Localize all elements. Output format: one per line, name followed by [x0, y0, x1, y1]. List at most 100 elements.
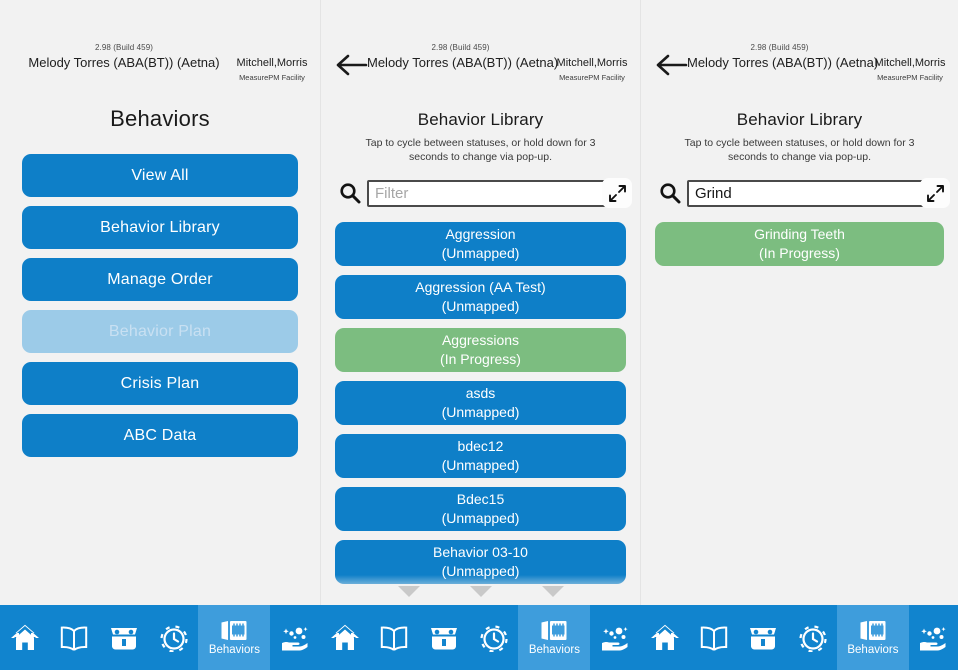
menu-item-abc-data[interactable]: ABC Data — [22, 414, 298, 457]
nav-alarm-clock[interactable] — [468, 605, 519, 670]
nav-behaviors[interactable]: Behaviors — [198, 605, 271, 670]
nav-treasure-chest[interactable] — [99, 605, 149, 670]
app-build-version: 2.98 (Build 459) — [94, 43, 154, 52]
facility-name: MeasurePM Facility — [877, 73, 943, 82]
nav-alarm-clock[interactable] — [148, 605, 199, 670]
instruction-text: Tap to cycle between statuses, or hold d… — [365, 137, 596, 163]
list-item[interactable]: Grinding Teeth (In Progress) — [655, 222, 944, 266]
back-arrow-icon[interactable] — [655, 52, 689, 78]
user-name: Mitchell,Morris — [874, 57, 946, 69]
expand-diagonal-icon[interactable] — [920, 178, 950, 208]
list-item[interactable]: bdec12 (Unmapped) — [335, 434, 626, 478]
nav-home[interactable] — [0, 605, 50, 670]
menu-item-view-all[interactable]: View All — [22, 154, 298, 197]
hand-sparkle-icon — [279, 624, 311, 652]
nav-book[interactable] — [689, 605, 739, 670]
nav-alarm-clock[interactable] — [787, 605, 838, 670]
treasure-chest-icon — [747, 624, 779, 652]
menu-item-crisis-plan[interactable]: Crisis Plan — [22, 362, 298, 405]
panel-behavior-library-result: 2.98 (Build 459) Melody Torres (ABA(BT))… — [640, 0, 958, 605]
behavior-status: (Unmapped) — [441, 245, 520, 261]
hand-sparkle-icon — [599, 624, 631, 652]
book-icon — [59, 624, 89, 652]
nav-hand-sparkle[interactable] — [908, 605, 958, 670]
instruction-text: Tap to cycle between statuses, or hold d… — [684, 137, 915, 163]
behaviors-icon — [858, 618, 888, 643]
list-item[interactable]: Aggression (Unmapped) — [335, 222, 626, 266]
header-user-block: Mitchell,Morris MeasurePM Facility — [230, 56, 314, 83]
user-name: Mitchell,Morris — [556, 57, 628, 69]
nav-treasure-chest[interactable] — [419, 605, 469, 670]
facility-name: MeasurePM Facility — [559, 73, 625, 82]
alarm-clock-icon — [479, 624, 509, 652]
page-title: Behaviors — [110, 106, 210, 131]
nav-behaviors-label: Behaviors — [847, 644, 899, 656]
header-user-block: Mitchell,Morris MeasurePM Facility — [868, 56, 952, 83]
header-user-block: Mitchell,Morris MeasurePM Facility — [550, 56, 634, 83]
header-client-block: 2.98 (Build 459) Melody Torres (ABA(BT))… — [14, 42, 234, 72]
search-input[interactable]: Grind — [687, 179, 924, 207]
header-client-block: 2.98 (Build 459) Melody Torres (ABA(BT))… — [367, 42, 559, 72]
treasure-chest-icon — [428, 624, 460, 652]
client-name: Melody Torres (ABA(BT)) (Aetna) — [367, 55, 559, 70]
behavior-list: Grinding Teeth (In Progress) — [655, 222, 944, 266]
expand-diagonal-icon[interactable] — [602, 178, 632, 208]
nav-behaviors[interactable]: Behaviors — [837, 605, 909, 670]
back-arrow-icon[interactable] — [335, 52, 369, 78]
nav-behaviors-label: Behaviors — [528, 644, 580, 656]
nav-book[interactable] — [49, 605, 100, 670]
alarm-clock-icon — [159, 624, 189, 652]
menu-item-behavior-library[interactable]: Behavior Library — [22, 206, 298, 249]
list-item[interactable]: Aggressions (In Progress) — [335, 328, 626, 372]
panel-header: 2.98 (Build 459) Melody Torres (ABA(BT))… — [641, 0, 958, 100]
nav-treasure-chest[interactable] — [738, 605, 788, 670]
behaviors-icon — [219, 618, 249, 643]
behavior-name: bdec12 — [457, 438, 504, 454]
behavior-list: Aggression (Unmapped) Aggression (AA Tes… — [335, 222, 626, 584]
search-input[interactable]: Filter — [367, 179, 606, 207]
scroll-down-indicator[interactable] — [321, 586, 640, 597]
list-item[interactable]: asds (Unmapped) — [335, 381, 626, 425]
menu-item-manage-order[interactable]: Manage Order — [22, 258, 298, 301]
book-icon — [379, 624, 409, 652]
client-name: Melody Torres (ABA(BT)) (Aetna) — [28, 55, 220, 70]
client-name: Melody Torres (ABA(BT)) (Aetna) — [687, 55, 879, 70]
behavior-status: (In Progress) — [440, 351, 521, 367]
search-icon — [655, 182, 685, 204]
nav-home[interactable] — [320, 605, 370, 670]
behaviors-icon — [539, 618, 569, 643]
home-icon — [10, 624, 40, 652]
nav-book[interactable] — [369, 605, 420, 670]
behavior-status: (Unmapped) — [441, 457, 520, 473]
treasure-chest-icon — [108, 624, 140, 652]
book-icon — [699, 624, 729, 652]
behavior-status: (In Progress) — [759, 245, 840, 261]
bottom-navigation-bar: Behaviors — [0, 605, 958, 670]
panel-header: 2.98 (Build 459) Melody Torres (ABA(BT))… — [321, 0, 640, 100]
chevron-down-icon — [397, 586, 420, 597]
behavior-name: Behavior 03-10 — [433, 544, 528, 560]
panel-header: 2.98 (Build 459) Melody Torres (ABA(BT))… — [0, 0, 320, 100]
behavior-status: (Unmapped) — [441, 404, 520, 420]
menu-item-behavior-plan: Behavior Plan — [22, 310, 298, 353]
behavior-name: Aggressions — [441, 332, 520, 348]
panel-behavior-library-filter: 2.98 (Build 459) Melody Torres (ABA(BT))… — [320, 0, 640, 605]
behavior-status: (Unmapped) — [441, 563, 520, 579]
home-icon — [650, 624, 680, 652]
app-build-version: 2.98 (Build 459) — [431, 43, 490, 52]
nav-home[interactable] — [640, 605, 690, 670]
behaviors-menu-list: View All Behavior Library Manage Order B… — [22, 154, 298, 457]
list-item[interactable]: Bdec15 (Unmapped) — [335, 487, 626, 531]
list-item[interactable]: Aggression (AA Test) (Unmapped) — [335, 275, 626, 319]
app-build-version: 2.98 (Build 459) — [750, 43, 809, 52]
nav-hand-sparkle[interactable] — [270, 605, 320, 670]
behavior-name: Bdec15 — [456, 491, 505, 507]
behavior-name: Aggression — [445, 226, 516, 242]
list-item[interactable]: Behavior 03-10 (Unmapped) — [335, 540, 626, 584]
nav-hand-sparkle[interactable] — [590, 605, 640, 670]
panel-behaviors-menu: 2.98 (Build 459) Melody Torres (ABA(BT))… — [0, 0, 320, 605]
behavior-name: asds — [465, 385, 496, 401]
nav-behaviors[interactable]: Behaviors — [518, 605, 591, 670]
chevron-down-icon — [469, 586, 492, 597]
